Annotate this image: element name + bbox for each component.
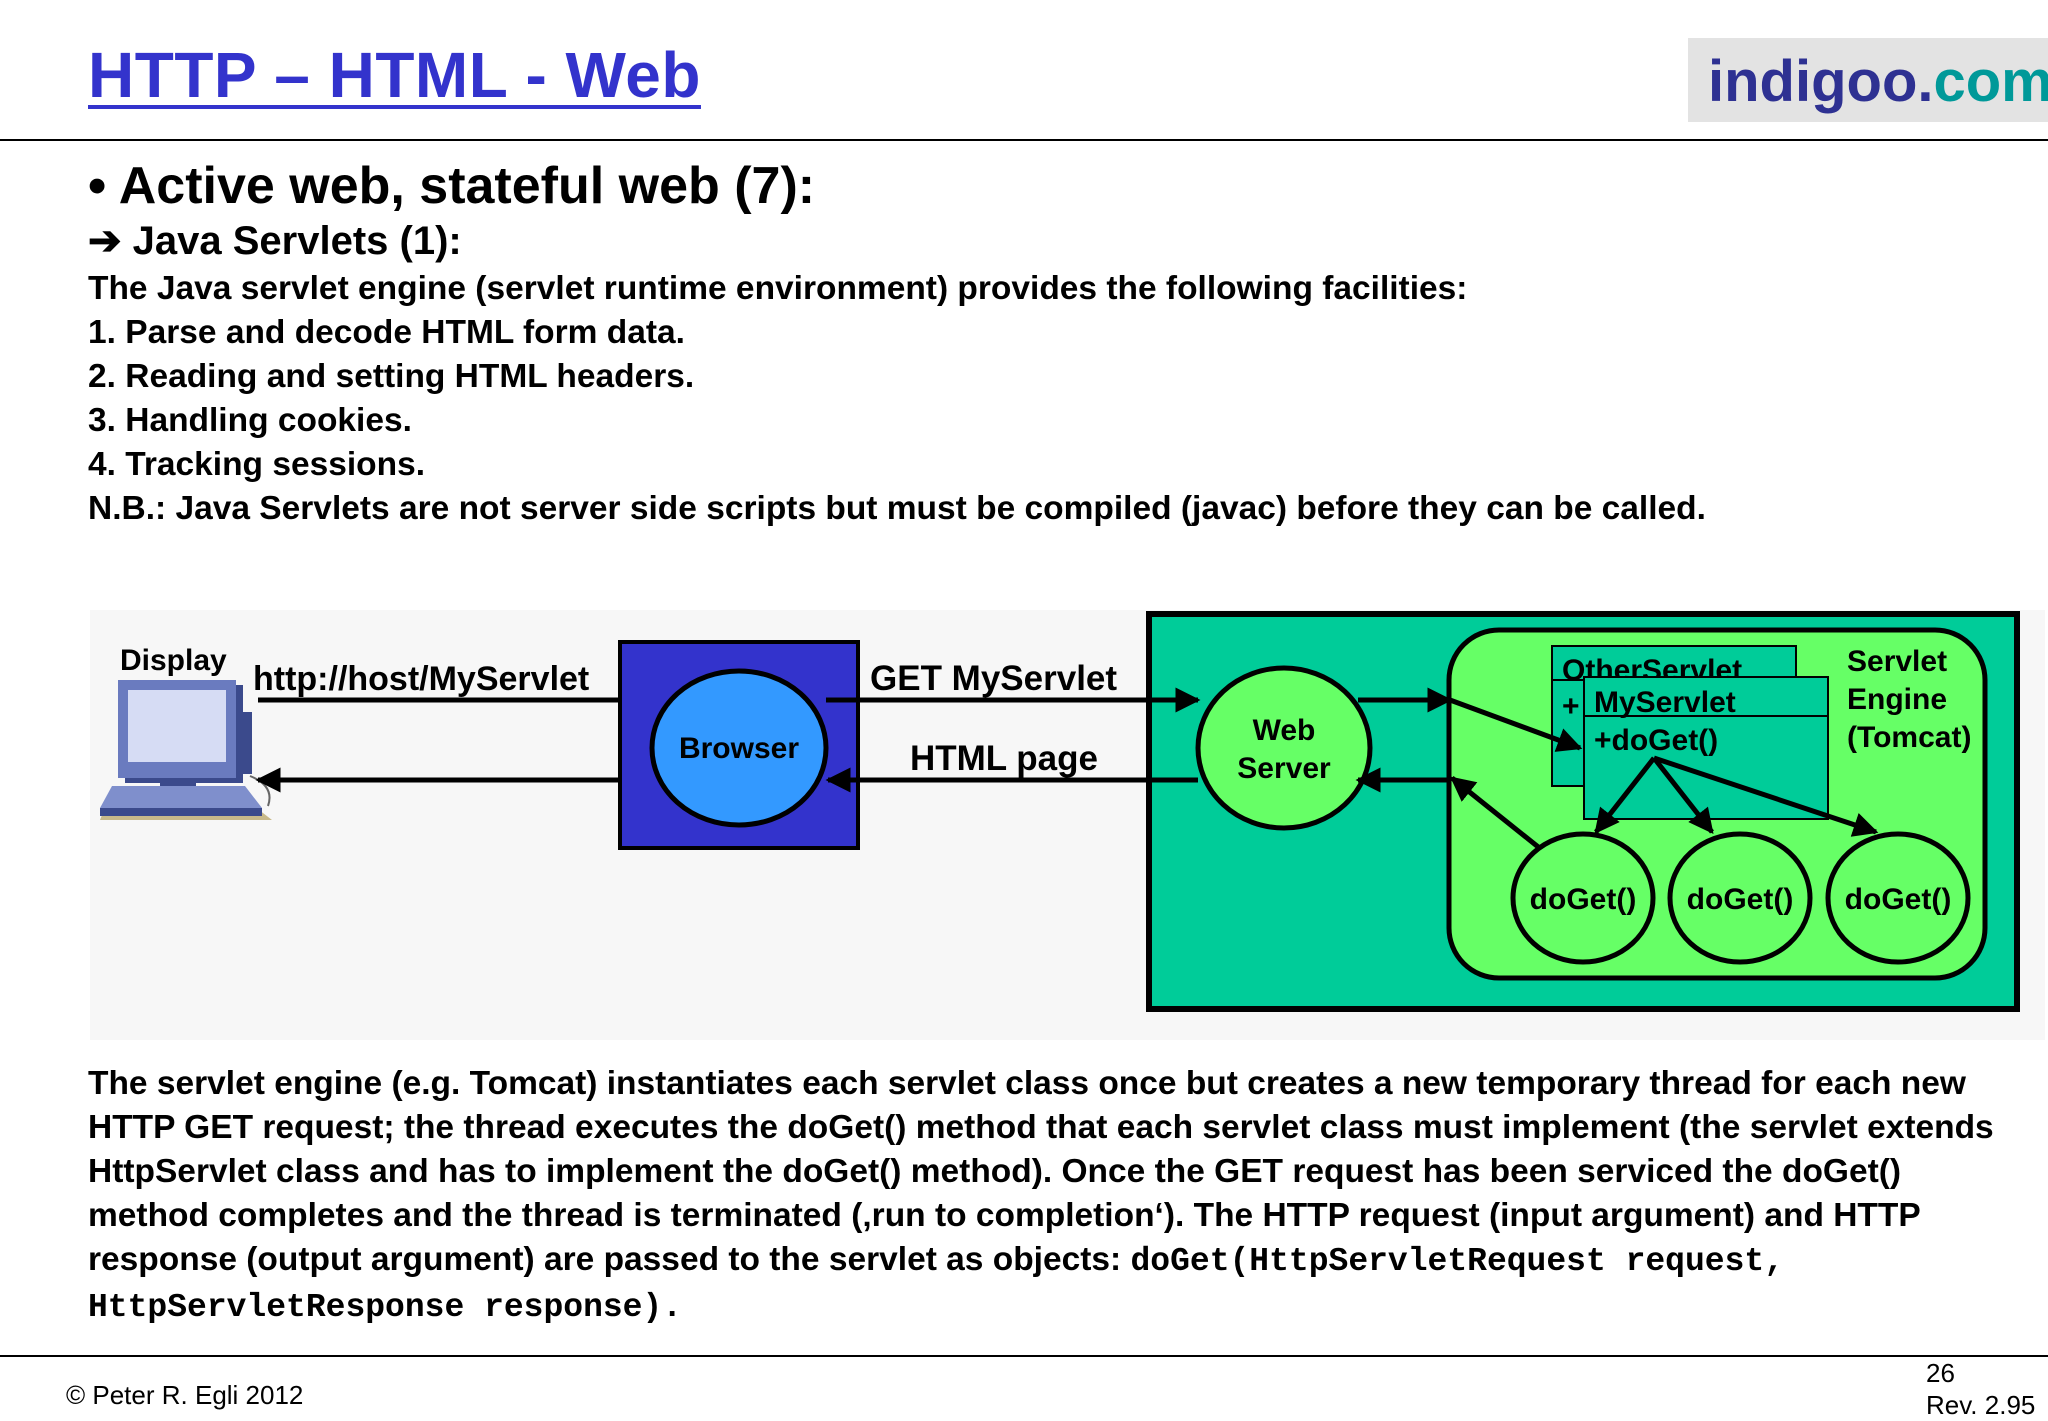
page-number: 26 bbox=[1926, 1358, 1955, 1389]
engine-label-2: Engine bbox=[1847, 683, 1947, 716]
get-label: GET MyServlet bbox=[870, 659, 1117, 698]
thread-label-1: doGet() bbox=[1530, 883, 1637, 916]
thread-label-2: doGet() bbox=[1687, 883, 1794, 916]
explanation-text: The servlet engine (e.g. Tomcat) instant… bbox=[88, 1062, 2028, 1330]
revision: Rev. 2.95 bbox=[1926, 1390, 2035, 1421]
web-server-label-1: Web bbox=[1253, 714, 1316, 747]
browser-label: Browser bbox=[679, 732, 799, 765]
my-servlet-label: MyServlet bbox=[1594, 686, 1736, 719]
footer-divider bbox=[0, 1355, 2048, 1357]
thread-label-3: doGet() bbox=[1845, 883, 1952, 916]
web-server-circle bbox=[1198, 668, 1370, 828]
display-label: Display bbox=[120, 644, 227, 677]
my-servlet-method: +doGet() bbox=[1594, 724, 1718, 757]
html-label: HTML page bbox=[910, 739, 1098, 778]
copyright: © Peter R. Egli 2012 bbox=[66, 1380, 303, 1411]
engine-label-3: (Tomcat) bbox=[1847, 721, 1971, 754]
web-server-label-2: Server bbox=[1237, 752, 1331, 785]
url-label: http://host/MyServlet bbox=[253, 660, 589, 698]
computer-icon bbox=[100, 680, 272, 820]
other-servlet-plus: + bbox=[1562, 690, 1580, 723]
engine-label-1: Servlet bbox=[1847, 645, 1947, 678]
